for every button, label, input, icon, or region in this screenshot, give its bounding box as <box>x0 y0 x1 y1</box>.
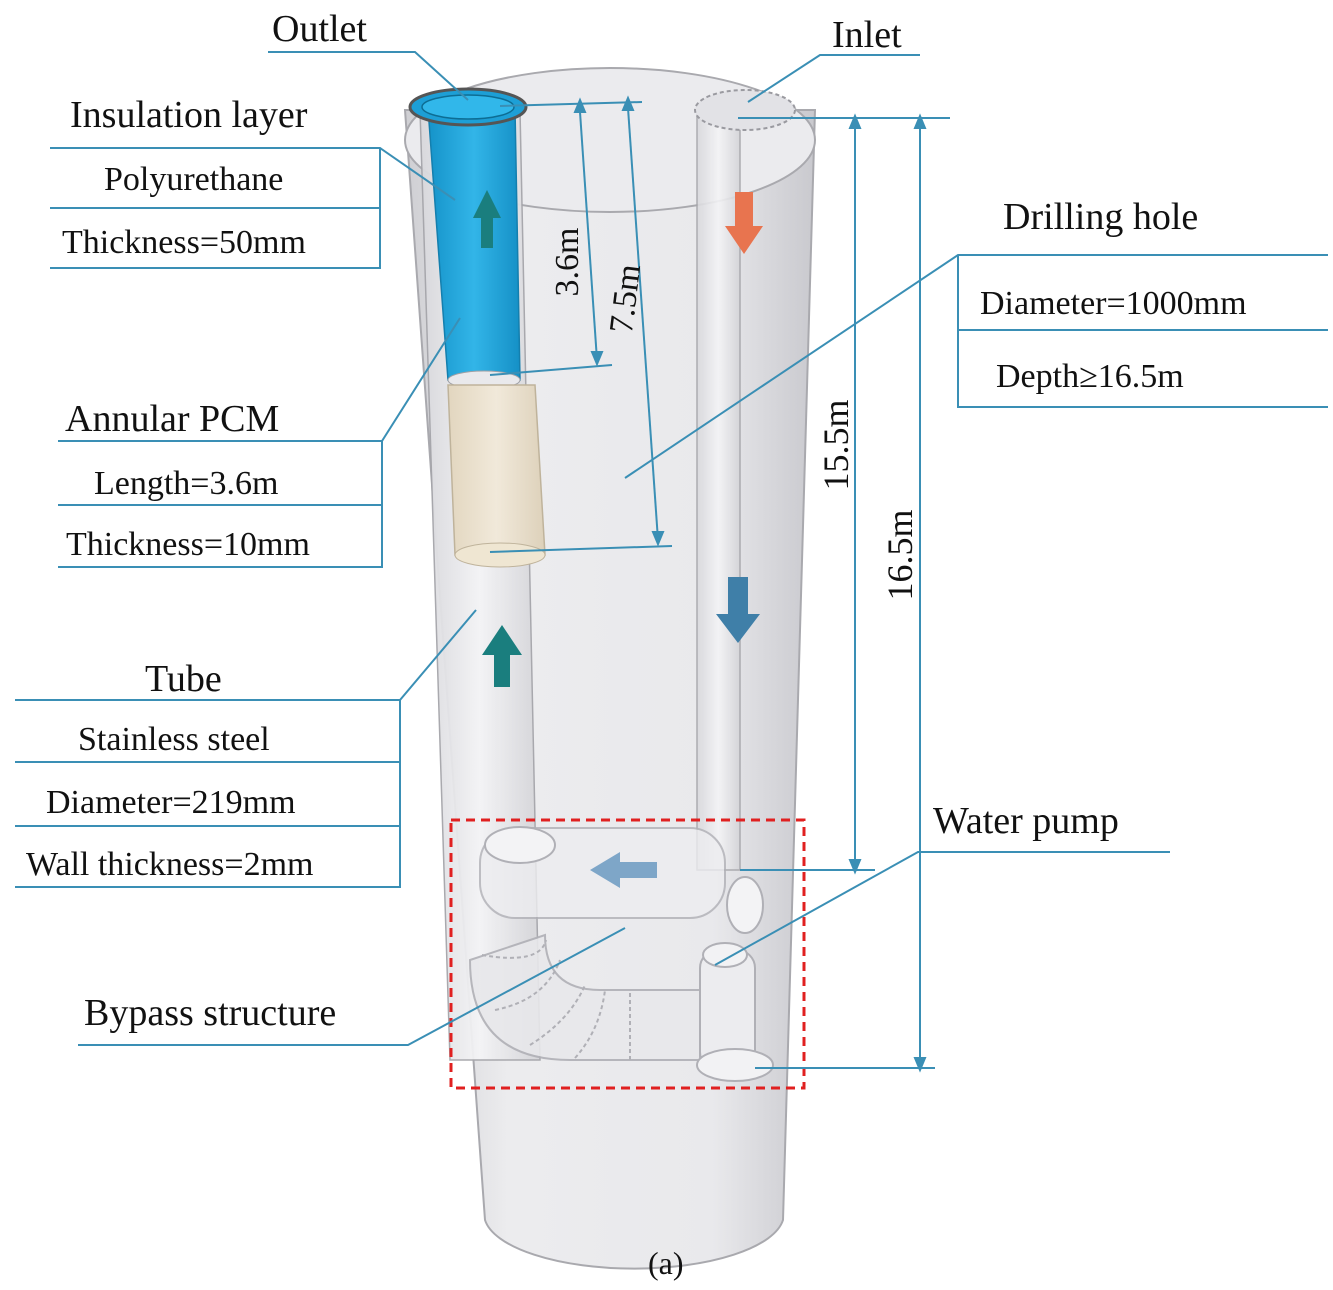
tube-material: Stainless steel <box>78 721 270 758</box>
down-arrow-right <box>716 577 760 643</box>
pcm-section <box>447 384 546 556</box>
leader-lines <box>15 51 1328 1046</box>
drilling-hole-title: Drilling hole <box>1003 196 1199 238</box>
dimension-lines <box>489 95 950 1073</box>
tube-wall-thickness: Wall thickness=2mm <box>26 846 314 883</box>
figure-caption: (a) <box>648 1245 684 1281</box>
inlet-down-arrow <box>725 192 763 254</box>
dim-7-5m: 7.5m <box>603 262 648 335</box>
dim-15-5m: 15.5m <box>816 399 856 490</box>
drilling-hole-diameter: Diameter=1000mm <box>980 285 1247 322</box>
pcm-title: Annular PCM <box>65 398 280 440</box>
up-arrow-lower <box>482 625 522 687</box>
water-pump-label: Water pump <box>933 800 1119 842</box>
insulation-material: Polyurethane <box>104 161 284 198</box>
bypass-left-arrow <box>590 852 657 888</box>
insulation-title: Insulation layer <box>70 94 308 136</box>
tube-title: Tube <box>145 658 222 700</box>
outlet-pipe <box>408 87 546 1061</box>
drilling-hole-depth: Depth≥16.5m <box>996 358 1184 395</box>
dim-3-6m: 3.6m <box>549 228 586 297</box>
pcm-length: Length=3.6m <box>94 465 279 502</box>
outlet-label: Outlet <box>272 8 367 50</box>
bypass-highlight-box <box>449 818 806 1090</box>
flow-arrows <box>473 190 763 888</box>
insulation-thickness: Thickness=50mm <box>62 224 306 261</box>
inlet-pipe <box>694 89 796 871</box>
pcm-thickness: Thickness=10mm <box>66 526 310 563</box>
up-arrow-upper <box>473 190 501 248</box>
dim-16-5m: 16.5m <box>880 509 920 600</box>
tube-diameter: Diameter=219mm <box>46 784 296 821</box>
inlet-label: Inlet <box>832 14 902 56</box>
bypass-structure-label: Bypass structure <box>84 992 337 1034</box>
